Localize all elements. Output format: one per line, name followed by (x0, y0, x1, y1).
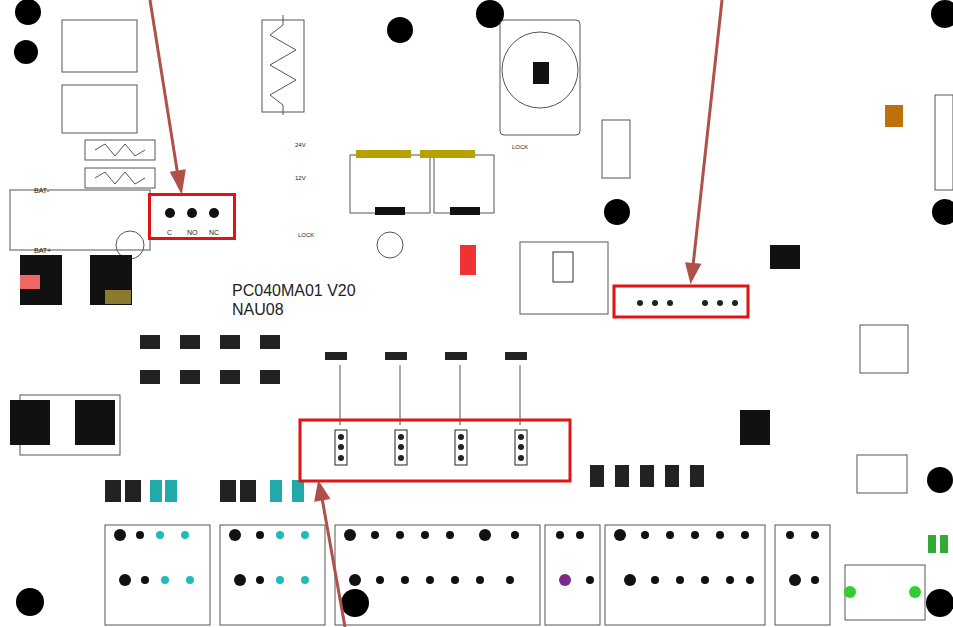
pin-name: NC (209, 229, 219, 236)
voltage-name: 24V (295, 142, 306, 148)
terminal-name: BAT+ (34, 247, 51, 254)
relay-terminal-box: C NO NC (148, 193, 236, 240)
board-code: NAU08 (232, 302, 284, 318)
jumper-name: LOCK (512, 144, 528, 150)
pin-name: C (167, 229, 172, 236)
pin-name: NO (187, 229, 198, 236)
terminal-name: BAT- (34, 187, 49, 194)
voltage-name: 12V (295, 175, 306, 181)
board-name: PC040MA01 V20 (232, 283, 356, 299)
jumper-name: LOCK (298, 232, 314, 238)
